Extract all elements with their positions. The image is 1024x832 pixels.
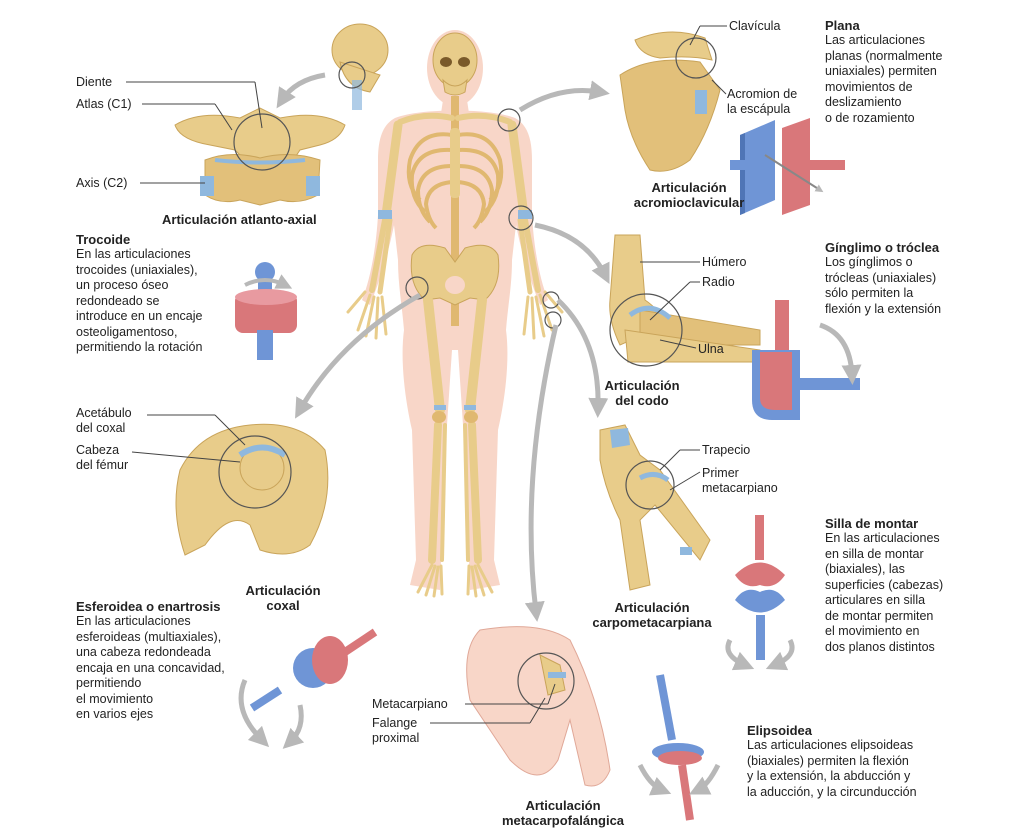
joint-type-elipsoidea: Elipsoidea Las articulaciones elipsoidea… xyxy=(747,723,917,800)
caption-acromioclavicular: Articulación acromioclavicular xyxy=(633,180,745,210)
label-falange-proximal: Falange proximal xyxy=(372,716,420,745)
label-acromion: Acromion de la escápula xyxy=(727,87,798,116)
elipsoidea-text: Las articulaciones elipsoideas (biaxiale… xyxy=(747,738,917,799)
joint-type-esferoidea: Esferoidea o enartrosis En las articulac… xyxy=(76,599,225,723)
label-diente: Diente xyxy=(76,75,113,89)
plana-title: Plana xyxy=(825,18,860,33)
elipsoidea-title: Elipsoidea xyxy=(747,723,813,738)
central-skeleton xyxy=(346,30,564,598)
hip-detail xyxy=(175,423,329,556)
label-metacarpiano: Metacarpiano xyxy=(372,697,448,711)
metacarpophalangeal-detail xyxy=(466,626,611,787)
label-trapecio: Trapecio xyxy=(702,443,751,457)
elipsoidea-model xyxy=(637,674,721,821)
caption-carpometacarpiana: Articulación carpometacarpiana xyxy=(592,600,712,630)
label-clavicula: Clavícula xyxy=(729,19,781,33)
joint-type-plana: Plana Las articulaciones planas (normalm… xyxy=(825,18,942,126)
label-acetabulo: Acetábulo del coxal xyxy=(76,406,132,435)
label-cabeza-femur: Cabeza del fémur xyxy=(76,443,129,472)
label-primer-metacarpiano: Primer metacarpiano xyxy=(702,466,778,495)
skull-detail xyxy=(331,23,389,110)
connector-arrows xyxy=(276,72,610,622)
esferoidea-text: En las articulaciones esferoideas (multi… xyxy=(76,614,225,721)
caption-coxal: Articulación coxal xyxy=(245,583,321,613)
silla-title: Silla de montar xyxy=(825,516,919,531)
elbow-detail xyxy=(609,234,761,367)
joint-type-silla: Silla de montar En las articulaciones en… xyxy=(825,516,943,655)
joint-type-trocoide: Trocoide En las articulaciones trocoides… xyxy=(76,232,202,356)
trocoide-model xyxy=(235,262,297,360)
ginglimo-text: Los gínglimos o trócleas (uniaxiales) só… xyxy=(825,255,942,316)
label-axis: Axis (C2) xyxy=(76,176,128,190)
trocoide-title: Trocoide xyxy=(76,232,131,247)
silla-model xyxy=(725,515,795,671)
silla-text: En las articulaciones en silla de montar… xyxy=(825,531,944,654)
plana-text: Las articulaciones planas (normalmente u… xyxy=(825,33,943,125)
ginglimo-model xyxy=(752,300,862,420)
trocoide-text: En las articulaciones trocoides (uniaxia… xyxy=(76,247,203,354)
label-atlas: Atlas (C1) xyxy=(76,97,132,111)
caption-codo: Articulación del codo xyxy=(604,378,680,408)
plana-model xyxy=(730,118,845,215)
caption-atlanto-axial: Articulación atlanto-axial xyxy=(162,212,317,227)
atlanto-axial-detail xyxy=(174,107,346,206)
acromioclavicular-detail xyxy=(619,31,721,172)
label-humero: Húmero xyxy=(702,255,747,269)
esferoidea-title: Esferoidea o enartrosis xyxy=(76,599,221,614)
carpometacarpal-detail xyxy=(599,424,711,591)
label-radio: Radio xyxy=(702,275,735,289)
label-ulna: Ulna xyxy=(698,342,724,356)
caption-metacarpofalangica: Articulación metacarpofalángica xyxy=(501,798,625,828)
leader-lines xyxy=(126,25,727,724)
joint-type-ginglimo: Gínglimo o tróclea Los gínglimos o trócl… xyxy=(825,240,941,317)
ginglimo-title: Gínglimo o tróclea xyxy=(825,240,940,255)
esferoidea-model xyxy=(238,628,378,749)
